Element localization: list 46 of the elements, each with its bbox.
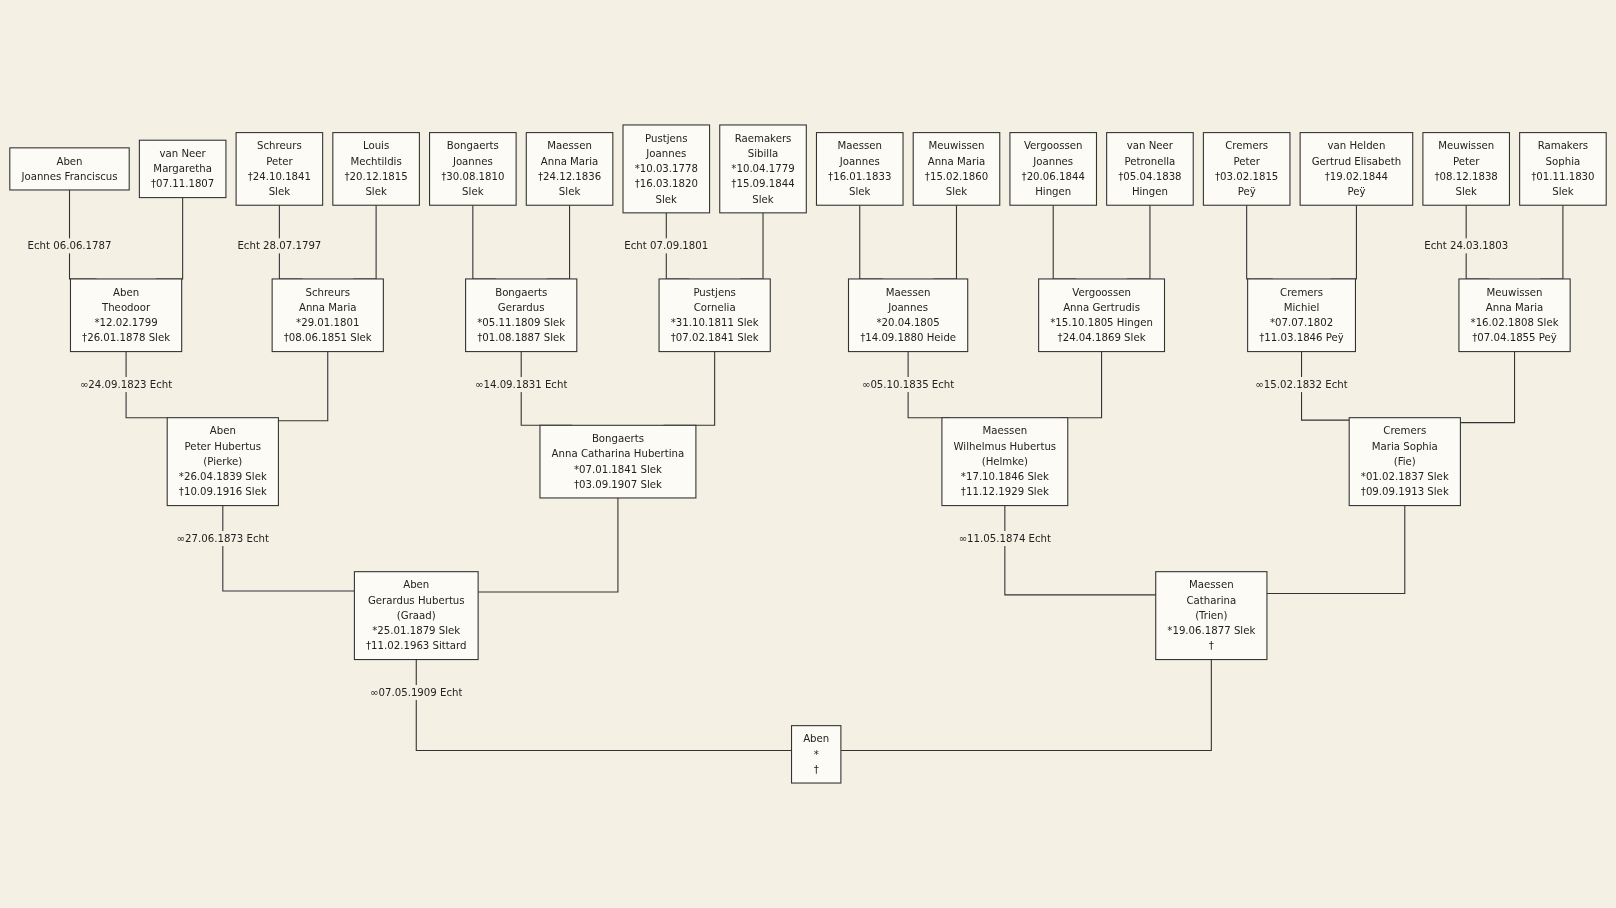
edge-label: Echt 07.09.1801 — [624, 239, 709, 252]
edge-label: Echt 28.07.1797 — [237, 239, 322, 252]
edge-label: Echt 06.06.1787 — [27, 239, 112, 252]
node-box: Cremers Peter †03.02.1815 Peÿ — [1202, 132, 1291, 206]
node-box: Aben Joannes Franciscus — [9, 147, 130, 191]
node-box: Vergoossen Joannes †20.06.1844 Hingen — [1009, 132, 1098, 206]
node-box: Bongaerts Joannes †30.08.1810 Slek — [429, 132, 517, 206]
node-box: Pustjens Joannes *10.03.1778 †16.03.1820 Slek — [622, 124, 711, 214]
edge-label: ∞15.02.1832 Echt — [1255, 378, 1348, 391]
node-box: van Neer Petronella †05.04.1838 Hingen — [1106, 132, 1194, 206]
node-box: Schreurs Peter †24.10.1841 Slek — [235, 132, 324, 206]
node-box: Meuwissen Anna Maria *16.02.1808 Slek †07.04.1855 Peÿ — [1458, 278, 1571, 353]
node-box: Maessen Wilhelmus Hubertus (Helmke) *17.10.1846 Slek †11.12.1929 Slek — [941, 417, 1069, 507]
node-box: Aben Peter Hubertus (Pierke) *26.04.1839 Slek †10.09.1916 Slek — [166, 417, 279, 507]
node-box: Ramakers Sophia †01.11.1830 Slek — [1519, 132, 1607, 206]
node-box: Vergoossen Anna Gertrudis *15.10.1805 Hingen †24.04.1869 Slek — [1038, 278, 1166, 353]
connector — [840, 659, 1212, 752]
node-box: Maessen Joannes *20.04.1805 †14.09.1880 Heide — [847, 278, 969, 353]
node-box: Cremers Michiel *07.07.1802 †11.03.1846 Peÿ — [1247, 278, 1356, 353]
edge-label: ∞05.10.1835 Echt — [861, 378, 955, 391]
node-box: Maessen Anna Maria †24.12.1836 Slek — [525, 132, 614, 206]
node-box: Aben Gerardus Hubertus (Graad) *25.01.1879 Slek †11.02.1963 Sittard — [353, 571, 479, 661]
node-box: Maessen Catharina (Trien) *19.06.1877 Slek † — [1155, 571, 1268, 661]
edge-label: ∞11.05.1874 Echt — [958, 532, 1052, 545]
edge-label: Echt 24.03.1803 — [1424, 239, 1509, 252]
node-box: Cremers Maria Sophia (Fie) *01.02.1837 Slek †09.09.1913 Slek — [1348, 417, 1461, 507]
node-box: van Helden Gertrud Elisabeth †19.02.1844 Peÿ — [1299, 132, 1414, 206]
connector — [1301, 351, 1350, 421]
node-box: Schreurs Anna Maria *29.01.1801 †08.06.1851 Slek — [271, 278, 384, 353]
node-box: Maessen Joannes †16.01.1833 Slek — [815, 132, 904, 206]
node-box: Bongaerts Anna Catharina Hubertina *07.01.1841 Slek †03.09.1907 Slek — [539, 424, 697, 499]
node-box: Raemakers Sibilla *10.04.1779 †15.09.1844 Slek — [719, 124, 807, 214]
node-box: Meuwissen Anna Maria †15.02.1860 Slek — [912, 132, 1001, 206]
connector — [222, 505, 355, 592]
edge-label: ∞27.06.1873 Echt — [176, 532, 269, 545]
edge-label: ∞24.09.1823 Echt — [79, 378, 173, 391]
node-box: Bongaerts Gerardus *05.11.1809 Slek †01.08.1887 Slek — [465, 278, 578, 353]
node-box: Pustjens Cornelia *31.10.1811 Slek †07.02.1841 Slek — [658, 278, 771, 353]
node-box: Aben Theodoor *12.02.1799 †26.01.1878 Slek — [69, 278, 183, 353]
edge-label: ∞14.09.1831 Echt — [475, 378, 568, 391]
node-box: Meuwissen Peter †08.12.1838 Slek — [1422, 132, 1510, 206]
connector — [1266, 505, 1406, 595]
node-box: van Neer Margaretha †07.11.1807 — [138, 139, 227, 199]
edge-label: ∞07.05.1909 Echt — [370, 686, 463, 699]
node-box: Aben * † — [791, 725, 842, 784]
node-box: Louis Mechtildis †20.12.1815 Slek — [332, 132, 420, 206]
